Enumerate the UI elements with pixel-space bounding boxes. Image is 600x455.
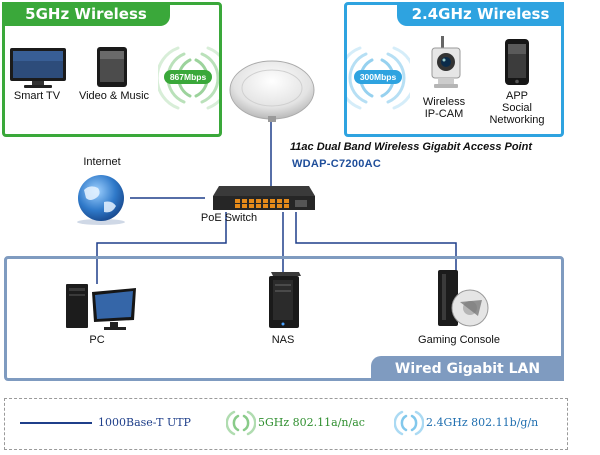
- panel-wired-title-bar: Wired Gigabit LAN: [371, 356, 564, 381]
- panel-24ghz-title: 2.4GHz Wireless: [411, 5, 550, 23]
- tv-icon: [10, 48, 66, 88]
- internet-label: Internet: [83, 156, 121, 168]
- legend-24ghz-label: 2.4GHz 802.11b/g/n: [426, 416, 539, 429]
- speed-badge-24ghz: 300Mbps: [354, 70, 402, 84]
- panel-wired-title: Wired Gigabit LAN: [394, 361, 541, 377]
- legend-box: [4, 398, 568, 450]
- legend-24ghz-wave-icon: [394, 410, 424, 436]
- utp-cable-line-icon: [20, 422, 92, 424]
- panel-24ghz-title-bar: 2.4GHz Wireless: [397, 2, 564, 26]
- pc-label: PC: [89, 334, 105, 346]
- access-point-description: 11ac Dual Band Wireless Gigabit Access P…: [290, 141, 532, 153]
- panel-5ghz-title: 5GHz Wireless: [25, 5, 147, 23]
- ip-camera-icon: [431, 36, 461, 88]
- smart-tv-label: Smart TV: [13, 90, 61, 102]
- nas-label: NAS: [271, 334, 295, 346]
- nas-icon: [269, 272, 301, 328]
- legend-5ghz-wave-icon: [226, 410, 256, 436]
- app-label-line1: APP: [505, 90, 528, 102]
- gaming-console-label: Gaming Console: [418, 334, 500, 346]
- tablet-icon: [97, 47, 127, 87]
- smartphone-icon: [505, 39, 529, 85]
- game-console-icon: [438, 270, 489, 327]
- ip-cam-label-line2: IP-CAM: [424, 108, 464, 120]
- poe-switch-icon: [213, 186, 315, 210]
- video-music-label: Video & Music: [78, 90, 150, 102]
- speed-badge-5ghz: 867Mbps: [164, 70, 212, 84]
- legend-5ghz-label: 5GHz 802.11a/n/ac: [258, 416, 365, 429]
- app-label-line3: Networking: [489, 114, 545, 126]
- panel-5ghz-title-bar: 5GHz Wireless: [2, 2, 170, 26]
- panel-wired-lan: [4, 256, 564, 381]
- app-label-line2: Social: [502, 102, 532, 114]
- access-point-model: WDAP-C7200AC: [292, 158, 382, 170]
- legend-utp-label: 1000Base-T UTP: [98, 416, 191, 429]
- pc-icon: [66, 284, 136, 330]
- poe-switch-label: PoE Switch: [200, 212, 258, 224]
- access-point-icon: [229, 60, 315, 122]
- globe-icon: [77, 175, 125, 225]
- ip-cam-label-line1: Wireless: [422, 96, 466, 108]
